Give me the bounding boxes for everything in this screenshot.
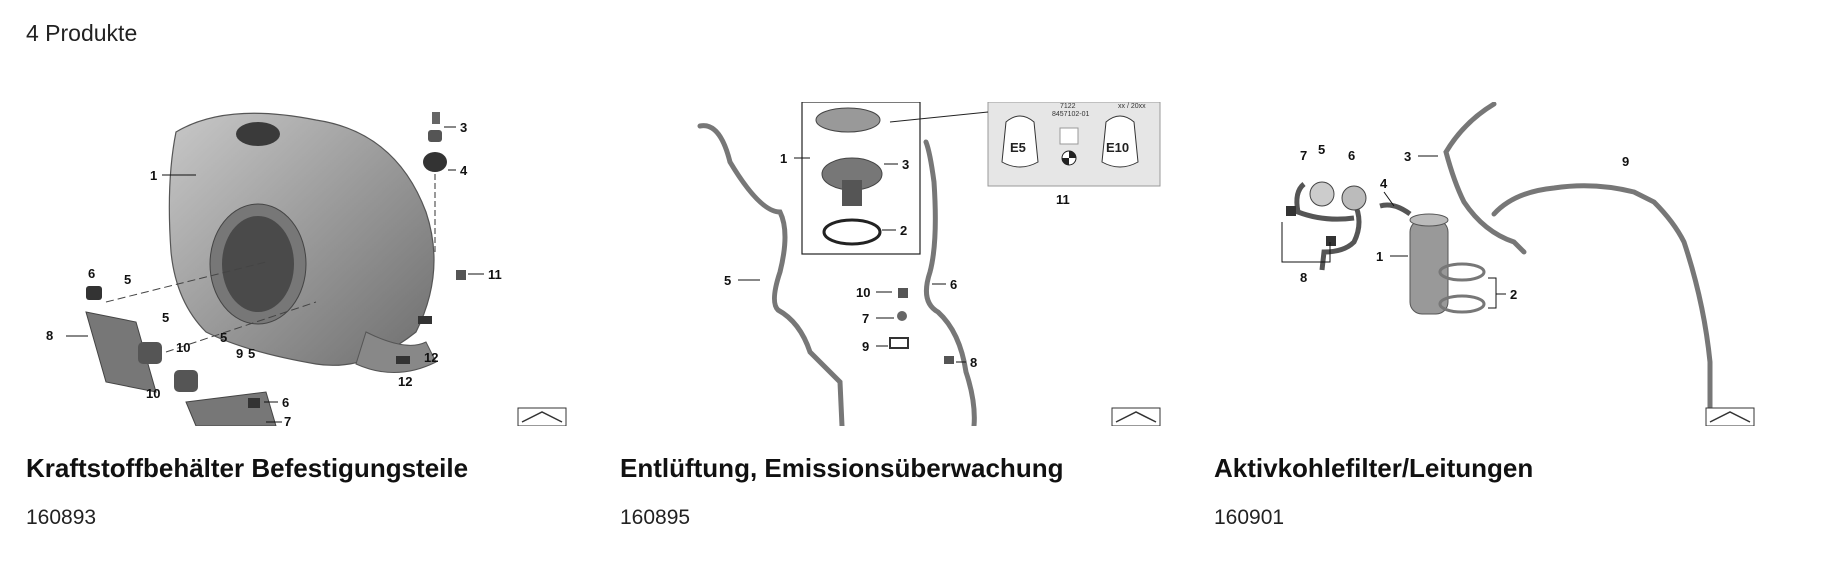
badge-e5: E5 [1010, 140, 1026, 155]
callout-7: 7 [284, 414, 291, 426]
callout-9: 9 [862, 339, 869, 354]
badge-e10: E10 [1106, 140, 1129, 155]
callout-4: 4 [1380, 176, 1388, 191]
callout-8: 8 [46, 328, 53, 343]
callout-5: 5 [724, 273, 731, 288]
callout-7: 7 [862, 311, 869, 326]
callout-5a: 5 [124, 272, 131, 287]
product-card-160893[interactable]: 1 3 4 11 6 5 5 8 10 5 9 5 10 6 7 12 12 [26, 102, 571, 530]
callout-5b: 5 [162, 310, 169, 325]
diagram-corner-icon [1111, 407, 1161, 426]
label-text-2: 8457102-01 [1052, 111, 1089, 118]
callout-9: 9 [1622, 154, 1629, 169]
product-diagram-160893[interactable]: 1 3 4 11 6 5 5 8 10 5 9 5 10 6 7 12 12 [26, 102, 571, 426]
callout-7: 7 [1300, 148, 1307, 163]
product-card-160901[interactable]: 7 5 6 3 9 4 1 8 2 Aktivkohlefilter/Leitu… [1214, 102, 1759, 530]
product-number: 160901 [1214, 506, 1285, 529]
label-text-3: xx / 20xx [1118, 103, 1146, 110]
callout-6: 6 [88, 266, 95, 281]
product-title[interactable]: Kraftstoffbehälter Befestigungsteile [26, 453, 469, 483]
callout-2: 2 [900, 223, 907, 238]
product-number: 160895 [620, 506, 691, 529]
product-title[interactable]: Entlüftung, Emissionsüberwachung [620, 453, 1064, 483]
callout-3: 3 [460, 120, 467, 135]
callout-5c: 5 [220, 330, 227, 345]
label-text-1: 7122 [1060, 103, 1076, 110]
callout-4: 4 [460, 163, 468, 178]
callout-2: 2 [1510, 287, 1517, 302]
product-diagram-160895[interactable]: E5 E10 7122 8457102-01 xx / 20xx 1 3 2 5 [620, 102, 1165, 426]
callout-1: 1 [1376, 249, 1383, 264]
callout-3: 3 [1404, 149, 1411, 164]
callout-1: 1 [150, 168, 157, 183]
callout-8: 8 [970, 355, 977, 370]
product-card-160895[interactable]: E5 E10 7122 8457102-01 xx / 20xx 1 3 2 5 [620, 102, 1165, 530]
callout-3: 3 [902, 157, 909, 172]
callout-6b: 6 [282, 395, 289, 410]
callout-1: 1 [780, 151, 787, 166]
callout-11: 11 [1056, 192, 1070, 207]
callout-10b: 10 [146, 386, 160, 401]
product-diagram-160901[interactable]: 7 5 6 3 9 4 1 8 2 [1214, 102, 1759, 426]
callout-12b: 12 [398, 374, 412, 389]
callout-10a: 10 [176, 340, 190, 355]
callout-9: 9 [236, 346, 243, 361]
diagram-corner-icon [517, 407, 567, 426]
callout-6: 6 [1348, 148, 1355, 163]
callout-6: 6 [950, 277, 957, 292]
product-count: 4 Produkte [26, 20, 138, 46]
product-title[interactable]: Aktivkohlefilter/Leitungen [1214, 453, 1534, 483]
callout-5d: 5 [248, 346, 255, 361]
callout-5: 5 [1318, 142, 1325, 157]
callout-10: 10 [856, 285, 870, 300]
product-number: 160893 [26, 506, 97, 529]
diagram-corner-icon [1705, 407, 1755, 426]
callout-12a: 12 [424, 350, 438, 365]
callout-11: 11 [488, 267, 502, 282]
callout-8: 8 [1300, 270, 1307, 285]
